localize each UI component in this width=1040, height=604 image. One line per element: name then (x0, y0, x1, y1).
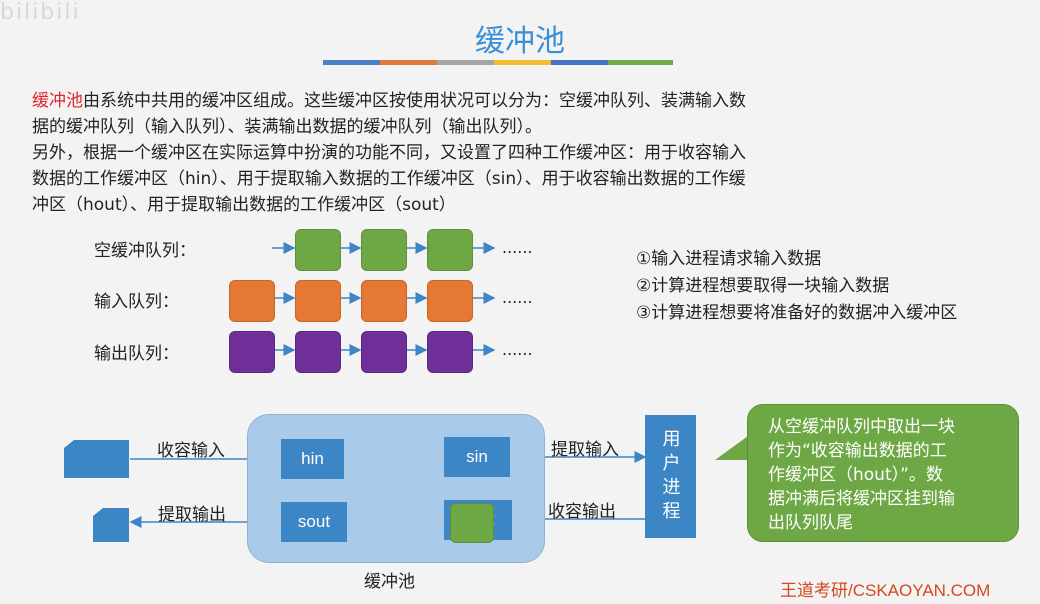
paragraph-1: 缓冲池由系统中共用的缓冲区组成。这些缓冲区按使用状况可以分为：空缓冲队列、装满输… (32, 88, 746, 140)
input-buffer-block (361, 280, 407, 322)
title-stripe (437, 60, 502, 65)
slide-title: 缓冲池 (475, 24, 565, 59)
paragraph-2: 另外，根据一个缓冲区在实际运算中扮演的功能不同，又设置了四种工作缓冲区：用于收容… (32, 140, 746, 218)
output-buffer-block (229, 331, 275, 373)
empty-buffer-block (427, 229, 473, 271)
output-device-shape (93, 508, 129, 542)
input-device-shape (64, 440, 129, 478)
callout-line: 从空缓冲队列中取出一块 (768, 417, 955, 437)
empty-buffer-block (361, 229, 407, 271)
sout-buffer: sout (281, 502, 347, 542)
collect-input-label: 收容输入 (157, 441, 225, 461)
step-item: ③计算进程想要将准备好的数据冲入缓冲区 (636, 303, 958, 323)
paragraph-text: 据的缓冲队列（输入队列）、装满输出数据的缓冲队列（输出队列）。 (32, 117, 542, 137)
step-list: ①输入进程请求输入数据 ②计算进程想要取得一块输入数据 ③计算进程想要将准备好的… (636, 246, 957, 327)
input-buffer-block (427, 280, 473, 322)
paragraph-text: 另外，根据一个缓冲区在实际运算中扮演的功能不同，又设置了四种工作缓冲区：用于收容… (32, 143, 746, 163)
title-stripe (323, 60, 388, 65)
footer-brand: 王道考研/CSKAOYAN.COM (780, 581, 991, 600)
callout-pointer (715, 436, 748, 460)
queue-label-output: 输出队列： (94, 344, 179, 364)
bilibili-watermark: bilibili (0, 0, 81, 25)
step-item: ①输入进程请求输入数据 (636, 249, 822, 269)
user-process: 用户进程 (645, 415, 696, 538)
collect-output-label: 收容输出 (548, 502, 616, 522)
output-buffer-block (427, 331, 473, 373)
input-buffer-block (295, 280, 341, 322)
empty-buffer-block-moved (450, 503, 494, 543)
title-stripe (494, 60, 559, 65)
step-item: ②计算进程想要取得一块输入数据 (636, 276, 890, 296)
queue-ellipsis: ...... (502, 288, 533, 307)
sin-buffer: sin (444, 437, 510, 477)
highlight-term: 缓冲池 (32, 91, 83, 111)
callout-line: 作缓冲区（hout）”。数 (768, 465, 943, 485)
buffer-pool-caption: 缓冲池 (364, 572, 415, 592)
queue-ellipsis: ...... (502, 238, 533, 257)
paragraph-text: 由系统中共用的缓冲区组成。这些缓冲区按使用状况可以分为：空缓冲队列、装满输入数 (83, 91, 746, 111)
hin-buffer: hin (281, 439, 344, 479)
paragraph-text: 数据的工作缓冲区（hin）、用于提取输入数据的工作缓冲区（sin）、用于收容输出… (32, 169, 746, 189)
callout-box: 从空缓冲队列中取出一块 作为“收容输出数据的工 作缓冲区（hout）”。数 据冲… (747, 404, 1019, 542)
callout-line: 出队列队尾 (768, 513, 853, 533)
callout-line: 作为“收容输出数据的工 (768, 441, 947, 461)
extract-output-label: 提取输出 (158, 505, 226, 525)
paragraph-text: 冲区（hout）、用于提取输出数据的工作缓冲区（sout） (32, 195, 456, 215)
empty-buffer-block (295, 229, 341, 271)
title-stripe (608, 60, 673, 65)
queue-label-empty: 空缓冲队列： (94, 241, 196, 261)
output-buffer-block (295, 331, 341, 373)
title-stripe (380, 60, 445, 65)
queue-label-input: 输入队列： (94, 292, 179, 312)
callout-line: 据冲满后将缓冲区挂到输 (768, 489, 955, 509)
extract-input-label: 提取输入 (551, 440, 619, 460)
queue-ellipsis: ...... (502, 340, 533, 359)
input-buffer-block (229, 280, 275, 322)
title-stripe (551, 60, 616, 65)
output-buffer-block (361, 331, 407, 373)
